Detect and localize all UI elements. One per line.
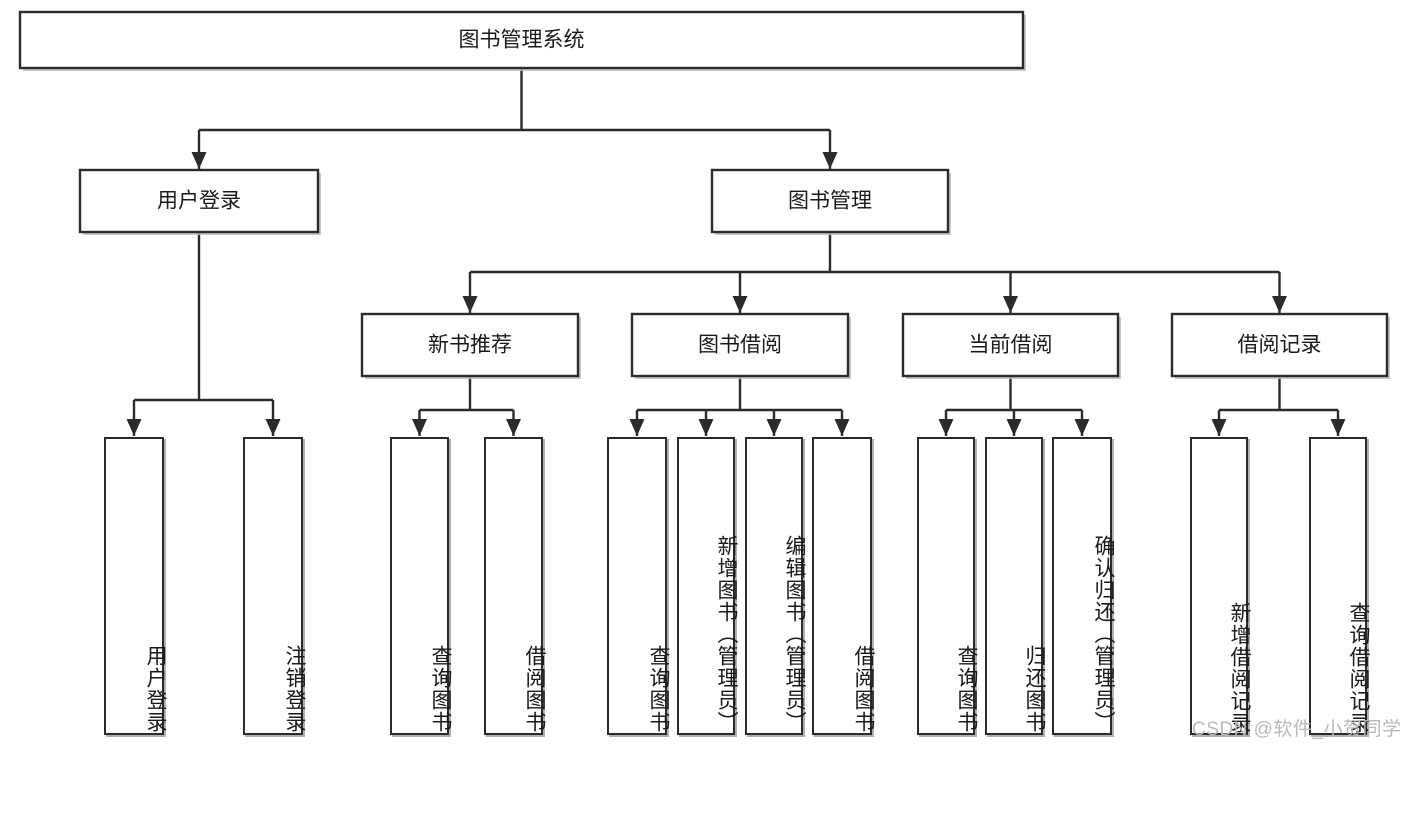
leaf-node-borrow-book[interactable]: 借阅图书 bbox=[812, 437, 875, 735]
leaf-node-label: 借阅图书 bbox=[523, 645, 546, 734]
leaf-node-label: 确认归还（管理员） bbox=[1092, 534, 1115, 733]
leaf-node-confirm-return[interactable]: 确认归还（管理员） bbox=[1052, 437, 1115, 735]
leaf-node-user-login[interactable]: 用户登录 bbox=[104, 437, 167, 735]
node-label: 图书管理 bbox=[788, 190, 872, 213]
node-label: 借阅记录 bbox=[1238, 334, 1322, 357]
leaf-node-borrow-book-rec[interactable]: 借阅图书 bbox=[484, 437, 546, 735]
leaf-node-label: 新增借阅记录 bbox=[1228, 602, 1251, 734]
leaf-node-label: 查询图书 bbox=[647, 645, 670, 734]
level3-node-borrow-record[interactable]: 借阅记录 bbox=[1170, 312, 1390, 379]
node-label: 当前借阅 bbox=[969, 334, 1053, 357]
leaf-node-label: 用户登录 bbox=[144, 645, 167, 734]
root-node-root[interactable]: 图书管理系统 bbox=[18, 10, 1026, 71]
level2-node-book-manage[interactable]: 图书管理 bbox=[710, 168, 951, 235]
node-label: 用户登录 bbox=[157, 190, 241, 213]
leaf-node-label: 注销登录 bbox=[283, 645, 306, 734]
leaf-node-label: 归还图书 bbox=[1023, 645, 1046, 734]
leaf-node-label: 查询图书 bbox=[955, 645, 978, 734]
leaf-node-query-book-borrow[interactable]: 查询图书 bbox=[607, 437, 670, 735]
leaf-node-query-book-rec[interactable]: 查询图书 bbox=[390, 437, 452, 735]
leaf-node-add-borrow-record[interactable]: 新增借阅记录 bbox=[1190, 437, 1251, 735]
leaf-node-add-book[interactable]: 新增图书（管理员） bbox=[677, 437, 738, 735]
leaf-node-query-borrow-record[interactable]: 查询借阅记录 bbox=[1309, 437, 1370, 735]
leaf-node-logout[interactable]: 注销登录 bbox=[243, 437, 306, 735]
leaf-node-label: 查询图书 bbox=[429, 645, 452, 734]
leaf-node-label: 新增图书（管理员） bbox=[715, 534, 738, 733]
node-label: 图书借阅 bbox=[698, 334, 782, 357]
csdn-watermark: CSDN @软件_小贺同学 bbox=[1192, 719, 1402, 740]
level2-node-user-login[interactable]: 用户登录 bbox=[78, 168, 321, 235]
leaf-node-label: 借阅图书 bbox=[852, 645, 875, 734]
leaf-node-return-book[interactable]: 归还图书 bbox=[985, 437, 1046, 735]
flowchart-canvas: 图书管理系统用户登录图书管理新书推荐图书借阅当前借阅借阅记录 用户登录注销登录查… bbox=[18, 10, 1402, 740]
level3-node-book-borrow[interactable]: 图书借阅 bbox=[630, 312, 851, 379]
connector-group bbox=[126, 68, 1346, 436]
leaf-node-label: 编辑图书（管理员） bbox=[783, 534, 806, 733]
leaf-node-edit-book[interactable]: 编辑图书（管理员） bbox=[745, 437, 806, 735]
level3-node-current-borrow[interactable]: 当前借阅 bbox=[901, 312, 1121, 379]
level3-node-new-book-recommend[interactable]: 新书推荐 bbox=[360, 312, 581, 379]
leaf-node-label: 查询借阅记录 bbox=[1347, 602, 1370, 734]
node-label: 新书推荐 bbox=[428, 334, 512, 357]
leaf-node-query-book-current[interactable]: 查询图书 bbox=[917, 437, 978, 735]
node-label: 图书管理系统 bbox=[459, 29, 585, 52]
